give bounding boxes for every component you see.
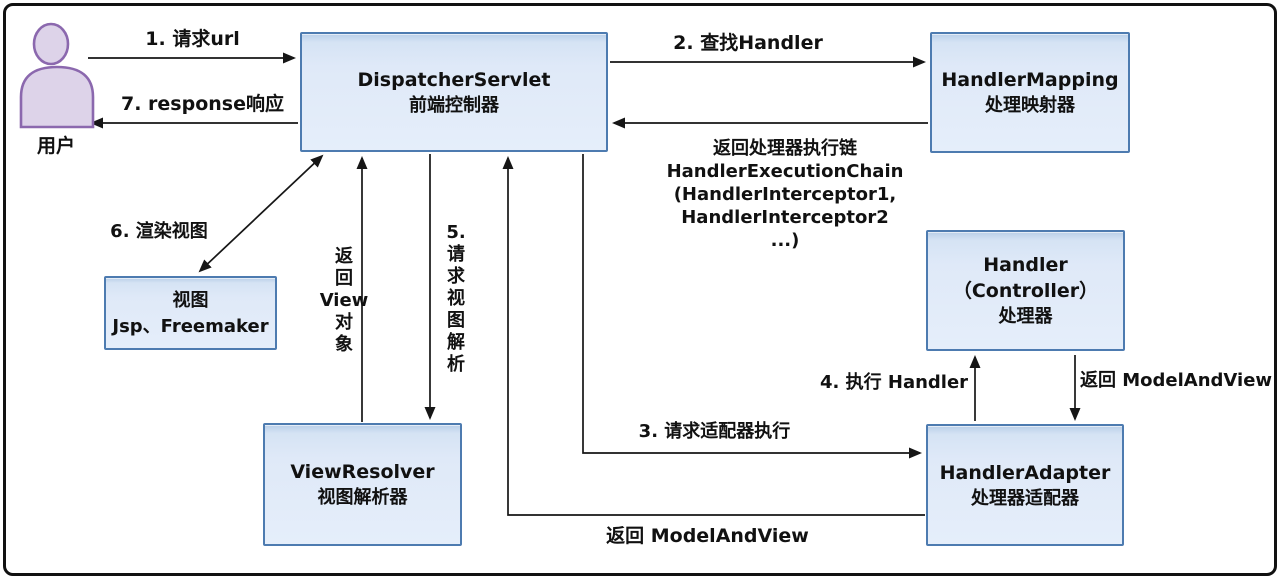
node-handler-mapping: HandlerMapping 处理映射器 bbox=[930, 32, 1130, 153]
node-subtitle: 处理器适配器 bbox=[971, 487, 1079, 509]
node-subtitle: 处理器 bbox=[998, 306, 1053, 327]
node-view-resolver: ViewResolver 视图解析器 bbox=[263, 423, 462, 546]
node-title: Handler（Controller） bbox=[952, 254, 1099, 302]
person-icon bbox=[19, 22, 95, 129]
node-subtitle: Jsp、Freemaker bbox=[112, 315, 269, 337]
edge-label-return-modelandview-bottom: 返回 ModelAndView bbox=[606, 525, 809, 547]
node-title: HandlerAdapter bbox=[939, 461, 1111, 484]
edge-label-exec-handler: 4. 执行 Handler bbox=[820, 372, 969, 393]
user-label: 用户 bbox=[36, 135, 75, 157]
edge-label-return-modelandview-right: 返回 ModelAndView bbox=[1080, 370, 1273, 391]
edge-label-request-view-resolve: 5.请求视图解析 bbox=[446, 222, 466, 375]
node-view: 视图 Jsp、Freemaker bbox=[104, 276, 277, 350]
edge-label-response: 7. response响应 bbox=[121, 93, 284, 115]
node-handler-controller: Handler（Controller） 处理器 bbox=[926, 230, 1125, 351]
arrow-return-modelandview-bottom bbox=[502, 156, 925, 516]
edge-label-find-handler: 2. 查找Handler bbox=[673, 32, 823, 54]
arrow-request-adapter bbox=[582, 154, 922, 459]
node-title: DispatcherServlet bbox=[357, 68, 551, 91]
node-dispatcher-servlet: DispatcherServlet 前端控制器 bbox=[300, 32, 608, 152]
node-handler-adapter: HandlerAdapter 处理器适配器 bbox=[926, 424, 1124, 546]
node-subtitle: 视图解析器 bbox=[317, 487, 408, 508]
node-title: 视图 bbox=[172, 289, 209, 311]
arrow-render-view bbox=[198, 154, 324, 273]
edge-label-render-view: 6. 渲染视图 bbox=[110, 221, 208, 242]
node-title: HandlerMapping bbox=[941, 69, 1119, 91]
node-subtitle: 前端控制器 bbox=[409, 94, 499, 116]
node-title: ViewResolver bbox=[290, 461, 435, 483]
edge-label-request-adapter: 3. 请求适配器执行 bbox=[638, 421, 791, 442]
node-subtitle: 处理映射器 bbox=[985, 95, 1075, 116]
edge-label-request-url: 1. 请求url bbox=[145, 28, 240, 50]
